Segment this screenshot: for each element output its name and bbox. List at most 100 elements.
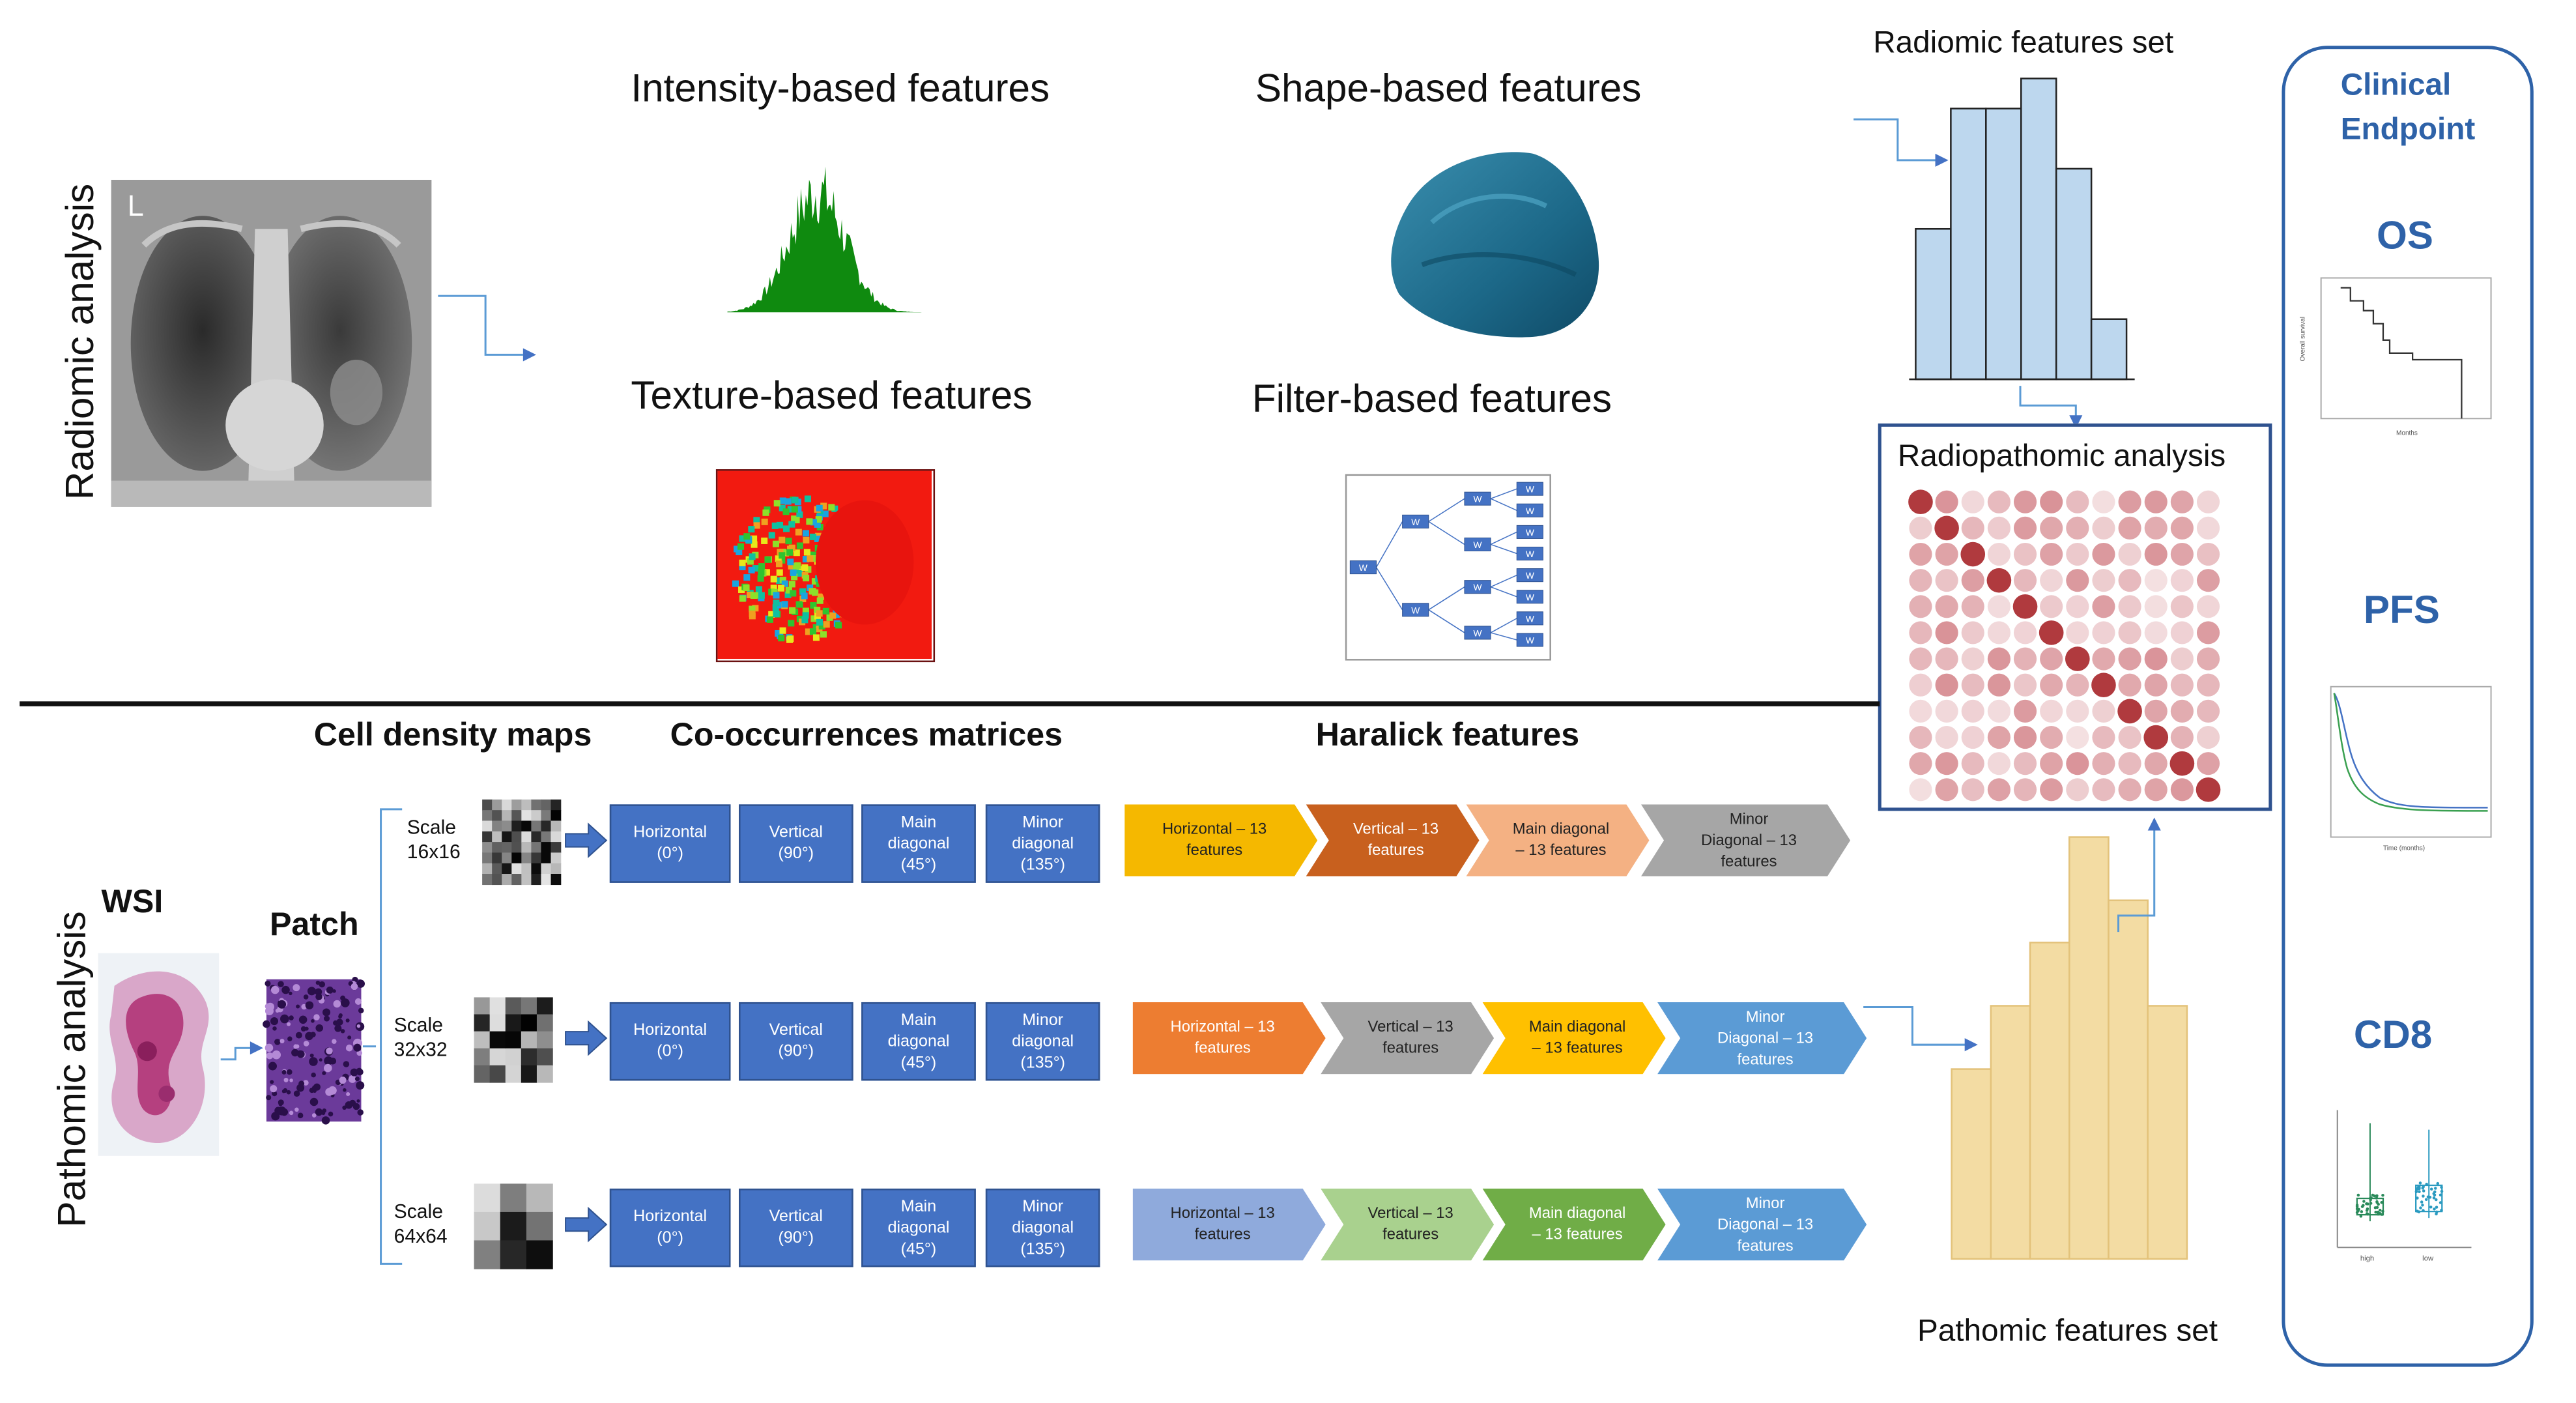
cooccurrence-matrix-box: Horizontal (0°) <box>609 1188 731 1267</box>
svg-text:W: W <box>1526 485 1534 495</box>
endpoint-cd8-label: CD8 <box>2353 1013 2433 1058</box>
cooccurrence-matrix-box: Vertical (90°) <box>739 1188 853 1267</box>
svg-text:Months: Months <box>2396 429 2418 437</box>
cell-density-map <box>482 799 562 886</box>
intensity-histogram-image <box>719 144 964 324</box>
haralick-feature-chevron: Horizontal – 13 features <box>1133 1002 1326 1074</box>
density-to-matrix-arrow <box>565 1206 608 1243</box>
svg-text:W: W <box>1411 517 1420 527</box>
svg-text:W: W <box>1526 506 1534 516</box>
radiopathomic-panel: Radiopathomic analysis <box>1878 423 2272 811</box>
haralick-feature-chevron: Minor Diagonal – 13 features <box>1657 1002 1867 1074</box>
density-to-matrix-arrow <box>565 1020 608 1056</box>
haralick-feature-chevron: Horizontal – 13 features <box>1124 804 1317 876</box>
svg-text:W: W <box>1526 528 1534 538</box>
pathomic-histogram-bar <box>1990 1005 2031 1260</box>
haralick-feature-chevron: Main diagonal – 13 features <box>1483 1002 1666 1074</box>
section-divider <box>20 701 1880 706</box>
clinical-endpoint-panel: Clinical Endpoint OS Overall survival Mo… <box>2282 46 2534 1367</box>
cooccurrence-matrix-box: Main diagonal (45°) <box>861 804 976 883</box>
svg-text:W: W <box>1474 583 1482 592</box>
svg-text:W: W <box>1526 549 1534 559</box>
svg-text:W: W <box>1474 540 1482 550</box>
haralick-feature-chevron: Minor Diagonal – 13 features <box>1657 1189 1867 1260</box>
cooccurrence-matrix-box: Main diagonal (45°) <box>861 1188 976 1267</box>
svg-text:W: W <box>1526 636 1534 646</box>
cooccurrence-matrix-box: Vertical (90°) <box>739 804 853 883</box>
clinical-title-line1: Clinical <box>2340 68 2452 104</box>
cooccurrence-matrix-box: Vertical (90°) <box>739 1002 853 1081</box>
haralick-feature-chevron: Main diagonal – 13 features <box>1483 1189 1666 1260</box>
patch-label: Patch <box>269 907 359 944</box>
svg-text:W: W <box>1359 563 1367 573</box>
wsi-label: WSI <box>101 884 164 921</box>
svg-text:W: W <box>1474 495 1482 504</box>
pathomic-histogram-bar <box>2029 942 2070 1260</box>
pathomic-features-set-title: Pathomic features set <box>1917 1314 2218 1349</box>
shape-3d-image <box>1383 144 1605 347</box>
wavelet-tree-image: W W W W W W W W W W W W W W W <box>1345 474 1551 661</box>
radiomic-histogram-bar <box>1985 108 2022 381</box>
haralick-feature-chevron: Main diagonal – 13 features <box>1466 804 1649 876</box>
radiopathomic-title: Radiopathomic analysis <box>1897 439 2226 474</box>
os-survival-plot: Overall survival Months <box>2298 274 2495 438</box>
endpoint-os-label: OS <box>2376 214 2433 259</box>
pfs-survival-plot: Time (months) <box>2318 680 2495 857</box>
cell-density-map <box>474 1183 553 1269</box>
cooccurrence-matrix-box: Minor diagonal (135°) <box>985 804 1100 883</box>
density-to-matrix-arrow <box>565 822 608 858</box>
texture-features-title: Texture-based features <box>631 374 1033 419</box>
cooccurrence-matrix-box: Main diagonal (45°) <box>861 1002 976 1081</box>
shape-features-title: Shape-based features <box>1255 66 1642 111</box>
haralick-feature-chevron: Vertical – 13 features <box>1321 1189 1494 1260</box>
pathomic-histogram-bar <box>1951 1068 1992 1260</box>
radiomic-features-histogram <box>1909 78 2135 381</box>
filter-features-title: Filter-based features <box>1252 377 1612 422</box>
radiomic-histogram-bar <box>2055 167 2093 381</box>
haralick-title: Haralick features <box>1315 717 1580 754</box>
cd8-boxplot: high low <box>2321 1104 2478 1274</box>
pathomic-features-histogram <box>1951 836 2188 1260</box>
intensity-features-title: Intensity-based features <box>631 66 1050 111</box>
texture-map-image <box>715 469 936 663</box>
cd8-group-high: high <box>2360 1254 2374 1262</box>
scale-label: Scale 32x32 <box>394 1013 448 1062</box>
radiomic-histogram-bar <box>2090 318 2128 381</box>
scale-label: Scale 64x64 <box>394 1200 448 1248</box>
cooccurrence-title: Co-occurrences matrices <box>670 717 1063 754</box>
patch-image <box>263 976 365 1125</box>
haralick-feature-chevron: Minor Diagonal – 13 features <box>1641 804 1850 876</box>
cell-density-map <box>474 997 553 1083</box>
cooccurrence-matrix-box: Horizontal (0°) <box>609 1002 731 1081</box>
haralick-feature-chevron: Horizontal – 13 features <box>1133 1189 1326 1260</box>
cd8-group-low: low <box>2422 1254 2434 1262</box>
svg-text:W: W <box>1526 614 1534 624</box>
pathomic-histogram-bar <box>2068 836 2110 1260</box>
radiomic-histogram-bar <box>1950 108 1987 381</box>
haralick-feature-chevron: Vertical – 13 features <box>1321 1002 1494 1074</box>
svg-text:Time (months): Time (months) <box>2383 845 2425 852</box>
clinical-title-line2: Endpoint <box>2340 113 2476 147</box>
correlation-matrix <box>1908 489 2221 802</box>
svg-text:Overall survival: Overall survival <box>2300 317 2307 361</box>
cooccurrence-matrix-box: Minor diagonal (135°) <box>985 1188 1100 1267</box>
svg-text:W: W <box>1526 571 1534 581</box>
chest-xray-image: L <box>111 179 432 507</box>
svg-text:W: W <box>1411 605 1420 615</box>
pathomic-histogram-bar <box>2147 1005 2188 1260</box>
wsi-image <box>98 953 220 1156</box>
haralick-feature-chevron: Vertical – 13 features <box>1306 804 1480 876</box>
scale-label: Scale 16x16 <box>407 815 461 863</box>
svg-text:L: L <box>128 189 144 222</box>
cell-density-title: Cell density maps <box>313 717 592 754</box>
pathomic-histogram-bar <box>2108 899 2149 1260</box>
svg-text:W: W <box>1474 628 1482 638</box>
svg-text:W: W <box>1526 592 1534 602</box>
